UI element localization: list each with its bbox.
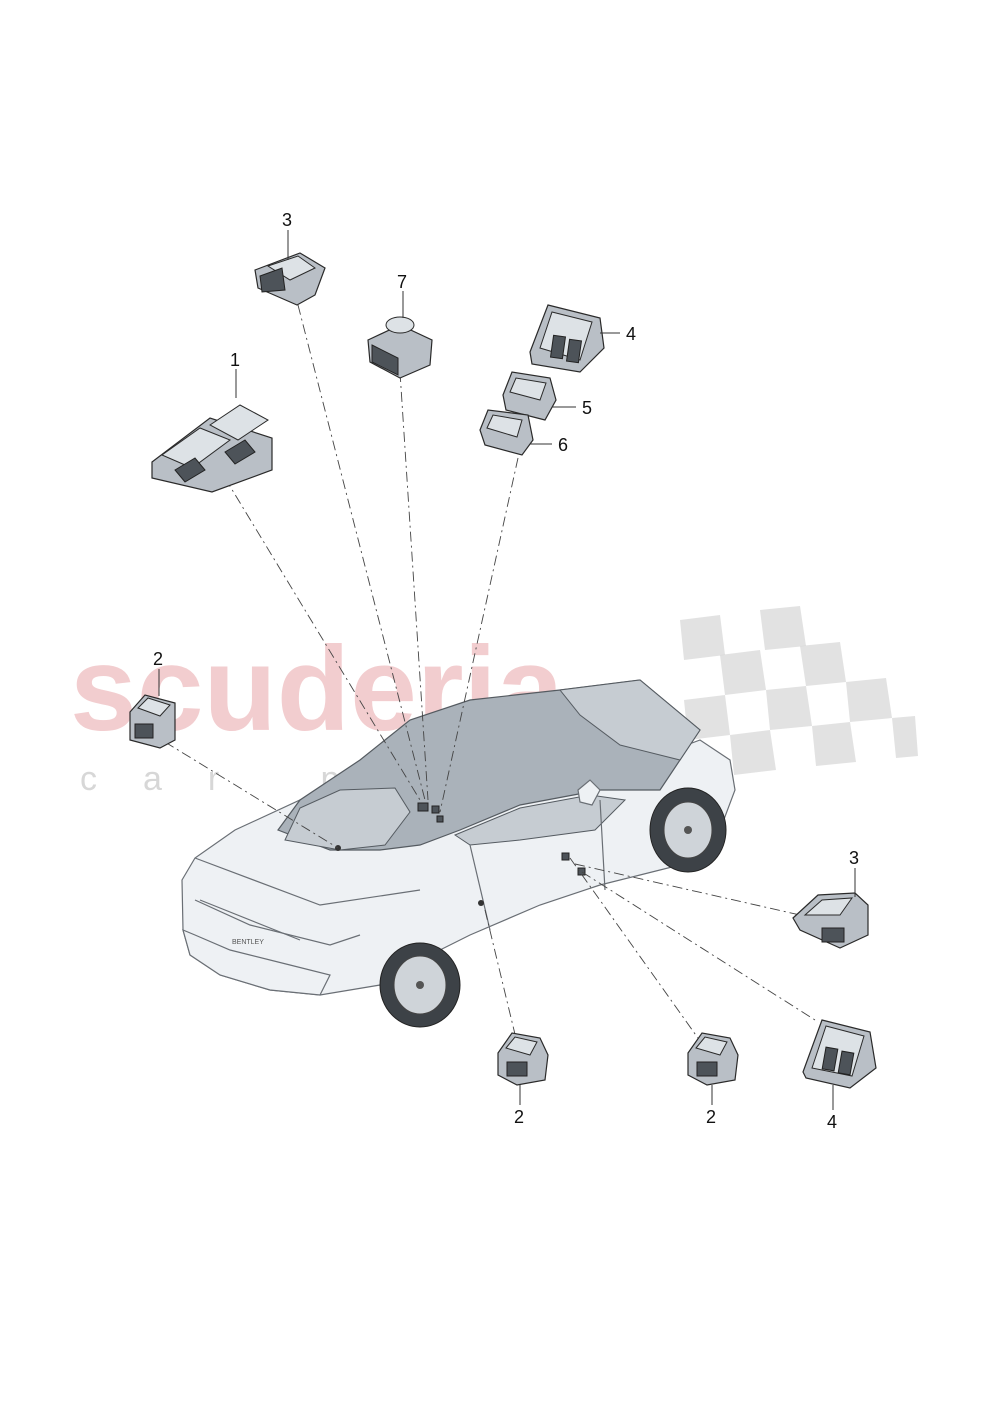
callout-4-top: 4	[626, 324, 636, 344]
location-marker-roof-switch	[436, 815, 444, 823]
car-rear-bumper	[182, 928, 331, 996]
callout-3-bottom: 3	[849, 848, 859, 868]
part-2-switch-bottom-left	[497, 1032, 549, 1086]
location-marker-door-left	[478, 900, 484, 906]
location-marker-door-right-a	[561, 852, 570, 861]
car-side-window	[453, 794, 627, 846]
callout-2-left: 2	[153, 649, 163, 669]
callout-leaders	[158, 230, 856, 1110]
part-7-mirror-adjust-switch	[367, 316, 433, 379]
callout-4-bottom: 4	[827, 1112, 837, 1132]
car-side-mirror	[577, 779, 601, 806]
part-6-switch	[479, 409, 534, 456]
callout-7: 7	[397, 272, 407, 292]
callout-6: 6	[558, 435, 568, 455]
watermark-checkered-flag	[680, 606, 918, 775]
leader-lines	[164, 304, 816, 1056]
callout-2-bottom-left: 2	[514, 1107, 524, 1127]
part-4-seat-switch-top	[529, 304, 605, 373]
car-illustration: BENTLEY	[181, 679, 736, 1028]
callouts: 1 3 7 4 5 6 2 3 2 2 4	[153, 210, 859, 1132]
part-3-switch-top	[254, 252, 326, 306]
car-rear-window	[284, 787, 411, 851]
car-rear-wheel	[379, 942, 461, 1028]
callout-1: 1	[230, 350, 240, 370]
location-marker-mirror-switch	[431, 805, 440, 814]
part-1-window-switch-block	[151, 404, 273, 493]
part-2-switch-left	[129, 694, 176, 749]
callout-2-bottom-middle: 2	[706, 1107, 716, 1127]
car-badge: BENTLEY	[232, 939, 264, 946]
part-5-switch	[502, 371, 557, 421]
part-3-switch-bottom	[792, 892, 869, 949]
callout-3-top: 3	[282, 210, 292, 230]
location-marker-door-right-b	[577, 867, 586, 876]
part-2-switch-bottom-middle	[687, 1032, 739, 1086]
callout-5: 5	[582, 398, 592, 418]
car-front-wheel	[649, 787, 727, 873]
car-windshield	[559, 679, 701, 761]
location-marker-center-console	[417, 802, 429, 812]
part-4-seat-switch-bottom	[802, 1019, 877, 1089]
car-tail-light	[194, 899, 361, 946]
